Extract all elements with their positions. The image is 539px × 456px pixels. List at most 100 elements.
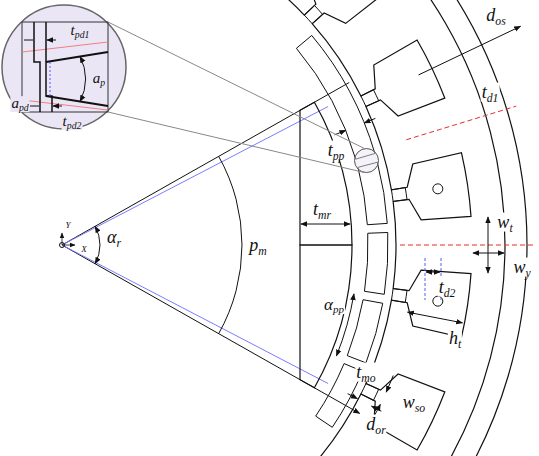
label-base: a	[11, 95, 19, 111]
dimension-label: X	[80, 245, 88, 254]
label-base: t	[313, 199, 318, 219]
zoom-line	[108, 22, 365, 149]
dimension-line	[426, 272, 440, 273]
label-base: w	[513, 257, 525, 277]
dimension-label: td1	[481, 83, 500, 102]
dimension-label: tmo	[355, 363, 376, 382]
pole-edge	[46, 52, 108, 62]
dimension-label: dos	[485, 6, 506, 25]
inset-circle	[2, 5, 126, 129]
slot-piece	[361, 90, 379, 107]
dimension-line	[24, 40, 56, 41]
dimension-line	[364, 118, 375, 123]
slot-piece	[391, 289, 407, 303]
dimension-line	[488, 217, 489, 273]
center-line	[406, 106, 516, 140]
inset-frame	[22, 22, 108, 112]
dimension-line	[473, 253, 504, 254]
dimension-label: wso	[402, 393, 426, 412]
label-base: α	[107, 227, 116, 247]
label-base: t	[439, 277, 444, 297]
dimension-line	[408, 312, 463, 323]
label-subscript: p	[100, 77, 105, 88]
rotor-arc	[219, 156, 242, 333]
rotor-edge	[62, 245, 360, 413]
angle-dimension	[80, 57, 86, 102]
pole-edge	[46, 22, 52, 112]
label-base: t	[63, 113, 67, 129]
label-subscript: pp	[333, 149, 345, 162]
dimension-label: Y	[64, 221, 71, 230]
label-base: t	[71, 22, 75, 38]
detail-inset	[2, 5, 126, 129]
label-base: d	[366, 414, 375, 434]
label-subscript: pp	[333, 303, 344, 315]
dimension-label: td2	[438, 278, 457, 297]
pole-piece	[296, 35, 374, 159]
magnifier	[355, 149, 379, 173]
axis	[62, 245, 75, 246]
slot-piece	[361, 384, 379, 401]
axis	[62, 233, 63, 245]
pole-edge	[34, 22, 40, 112]
guide-line	[62, 245, 328, 384]
dimension-label: apd	[10, 96, 29, 112]
dimension-label: pm	[248, 236, 267, 255]
label-subscript: pd1	[75, 29, 90, 40]
label-base: w	[497, 212, 509, 232]
label-subscript: mo	[361, 371, 375, 384]
dimension-line	[348, 394, 358, 399]
dimension-label: αr	[106, 228, 122, 247]
magnet	[300, 102, 352, 245]
hole	[433, 184, 443, 194]
dimension-label: ht	[448, 329, 462, 348]
label-base: d	[486, 5, 495, 25]
label-base: w	[403, 392, 415, 412]
label-base: X	[81, 244, 87, 254]
center-line	[400, 245, 535, 246]
dimension-label: αpp	[323, 296, 345, 314]
label-subscript: r	[116, 236, 121, 249]
guide-line	[62, 106, 328, 245]
label-subscript: d2	[444, 286, 456, 299]
label-base: α	[324, 295, 333, 314]
label-base: a	[93, 70, 101, 86]
dimension-line	[419, 26, 521, 75]
stator-frame	[295, 0, 527, 456]
guide-line	[22, 42, 108, 52]
label-subscript: d1	[487, 91, 499, 104]
label-subscript: t	[458, 337, 461, 350]
pole-piece	[364, 232, 388, 294]
label-base: p	[249, 235, 258, 255]
label-subscript: pd	[19, 102, 29, 113]
dimension-label: tpd1	[70, 23, 91, 39]
dimension-label: wy	[512, 258, 531, 277]
magnet	[300, 245, 352, 388]
label-base: t	[482, 82, 487, 102]
dimension-line	[386, 375, 393, 392]
stator-teeth	[237, 0, 471, 456]
dimension-label: tpd2	[62, 114, 83, 130]
dimension-label: tmr	[312, 200, 332, 219]
label-subscript: y	[525, 266, 530, 279]
pole-piece	[347, 300, 382, 363]
dimension-label: ap	[92, 71, 106, 87]
label-subscript: mr	[318, 208, 331, 221]
hole	[433, 296, 443, 306]
label-subscript: t	[509, 221, 512, 234]
dimension-label: dor	[365, 415, 386, 434]
angle-dimension	[95, 226, 100, 263]
label-base: Y	[65, 220, 70, 230]
label-base: h	[449, 328, 458, 348]
label-subscript: pd2	[67, 120, 82, 131]
dimension-line	[372, 406, 382, 411]
guide-line	[50, 62, 51, 96]
label-subscript: or	[375, 423, 385, 436]
pole-edge	[46, 96, 108, 106]
slot-piece	[304, 5, 322, 23]
label-base: t	[356, 362, 361, 382]
dimension-line	[301, 224, 350, 225]
